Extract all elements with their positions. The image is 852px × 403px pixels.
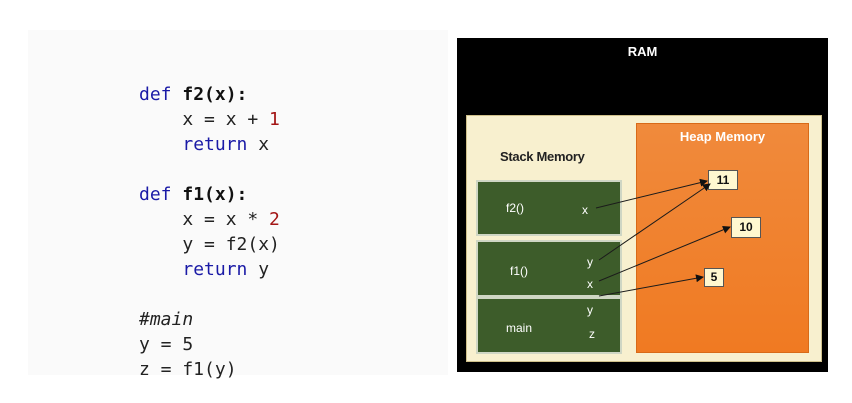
code-line: y = f2(x) [139, 232, 280, 257]
code-token [139, 134, 182, 155]
ram-title: RAM [627, 44, 658, 59]
code-line: z = f1(y) [139, 357, 280, 382]
frame-variable: y [587, 255, 593, 269]
code-token: 1 [269, 109, 280, 130]
frame-variable: z [589, 327, 595, 341]
code-line: x = x + 1 [139, 107, 280, 132]
code-token: f1(x): [182, 184, 248, 205]
frame-name: f1() [510, 264, 528, 278]
code-token: #main [139, 309, 194, 330]
frame-name: f2() [506, 201, 524, 215]
frame-variable: x [582, 203, 588, 217]
heap-object: 11 [708, 170, 738, 190]
code-token: y = f2(x) [139, 234, 280, 255]
code-listing: def f2(x): x = x + 1 return x def f1(x):… [139, 82, 280, 382]
heap-memory: Heap Memory [636, 123, 809, 353]
code-token: return [182, 259, 248, 280]
code-line: return y [139, 257, 280, 282]
code-line: return x [139, 132, 280, 157]
code-line [139, 282, 280, 307]
heap-memory-title: Heap Memory [679, 129, 766, 144]
code-line: x = x * 2 [139, 207, 280, 232]
stack-frame-f2: f2() x [476, 180, 622, 236]
code-token: def [139, 84, 183, 105]
heap-object: 5 [704, 268, 724, 287]
code-token: f2(x): [182, 84, 248, 105]
code-token: z = f1(y) [139, 359, 237, 380]
code-token [139, 259, 182, 280]
code-token: def [139, 184, 183, 205]
heap-object: 10 [731, 217, 761, 238]
code-token: 2 [269, 209, 280, 230]
frame-name: main [506, 321, 533, 335]
code-line: def f2(x): [139, 82, 280, 107]
code-panel: def f2(x): x = x + 1 return x def f1(x):… [28, 30, 448, 380]
code-token: y = 5 [139, 334, 194, 355]
code-token: x [247, 134, 270, 155]
stack-frame-f1: f1() y x [476, 240, 622, 297]
code-token: y [247, 259, 270, 280]
code-token: x = x + [139, 109, 270, 130]
code-token: x = x * [139, 209, 270, 230]
code-token: return [182, 134, 248, 155]
frame-variable: y [587, 303, 593, 317]
stack-memory-title: Stack Memory [500, 149, 585, 164]
code-line: #main [139, 307, 280, 332]
code-line [139, 157, 280, 182]
code-line: y = 5 [139, 332, 280, 357]
stack-frame-main: main y z [476, 297, 622, 354]
frame-variable: x [587, 277, 593, 291]
code-line: def f1(x): [139, 182, 280, 207]
